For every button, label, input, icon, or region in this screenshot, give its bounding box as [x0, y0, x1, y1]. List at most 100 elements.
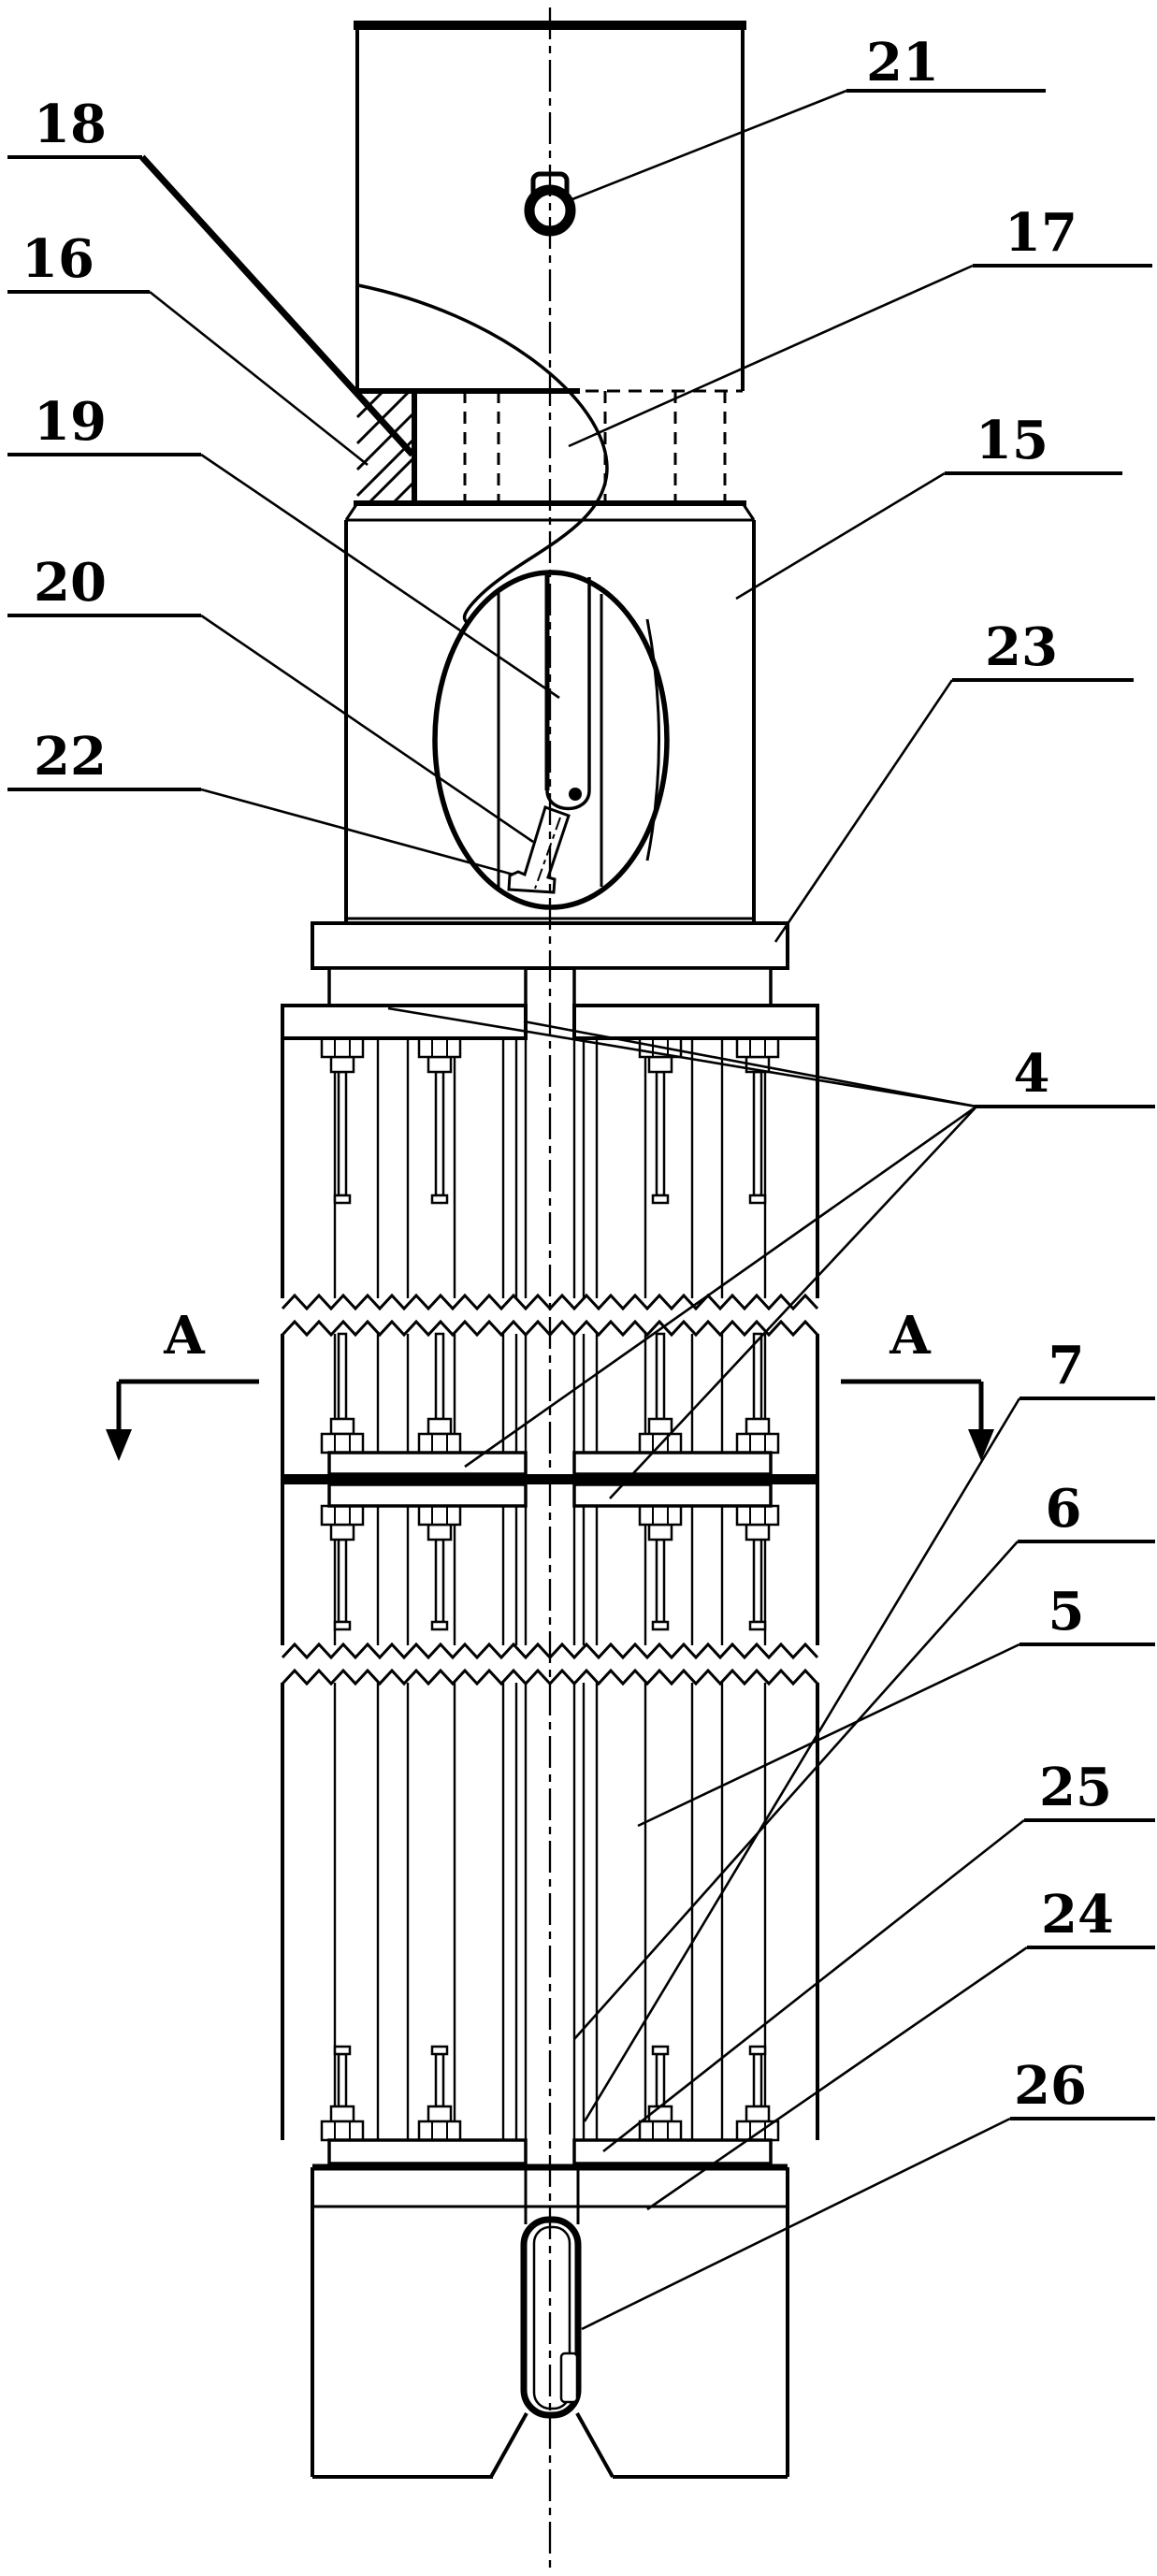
bolt: [735, 2045, 780, 2142]
bolt: [417, 1332, 462, 1454]
bolt-part: [417, 1504, 462, 1527]
bolt: [735, 1504, 780, 1631]
bolt: [320, 2045, 365, 2142]
callout-23: 23: [985, 616, 1058, 678]
bolt-part: [333, 1620, 352, 1631]
broken-out-section-curve: [357, 283, 609, 626]
bolt-part: [337, 1538, 348, 1624]
hidden-thread-lines: [463, 391, 727, 503]
callout-leaders: [7, 89, 1155, 2331]
bolt-part: [320, 1504, 365, 1527]
hook-guide-bottom: [545, 789, 591, 811]
bolt-part: [752, 1538, 763, 1624]
bolt-part: [434, 1538, 445, 1624]
bolt-part: [655, 1332, 666, 1421]
callout-18: 18: [34, 94, 107, 155]
bolt-part: [647, 1523, 673, 1541]
bolt-part: [434, 1332, 445, 1421]
bolt-part: [320, 1036, 365, 1059]
callout-17: 17: [1005, 202, 1077, 264]
section-letter-left: A: [163, 1305, 206, 1367]
bolt-part: [651, 1194, 670, 1205]
bolt-part: [735, 1504, 780, 1527]
callout-16: 16: [22, 228, 94, 290]
bolt: [320, 1036, 365, 1205]
callout-4: 4: [1014, 1043, 1050, 1105]
callout-6: 6: [1046, 1478, 1082, 1540]
bolt-part: [333, 1194, 352, 1205]
bolt-part: [337, 1332, 348, 1421]
bolt-assemblies: [320, 1036, 780, 2142]
bolt: [320, 1332, 365, 1454]
callout-7: 7: [1049, 1335, 1085, 1397]
bolt-part: [655, 1070, 666, 1197]
bolt-part: [430, 2045, 449, 2056]
mid-joint-plate-tr: [572, 1451, 773, 1476]
mid-joint-plate-bl: [327, 1483, 528, 1508]
body-chamfer-left: [344, 502, 359, 521]
bolt: [417, 1504, 462, 1631]
vnotch-left-slope: [489, 2412, 528, 2478]
bolt-part: [735, 1036, 780, 1059]
bolt-part: [745, 1417, 771, 1436]
bolt-part: [638, 2120, 683, 2142]
bolt-part: [752, 1070, 763, 1197]
callout-20: 20: [34, 552, 107, 614]
bolt-part: [748, 2045, 767, 2056]
callout-24: 24: [1041, 1884, 1114, 1946]
bolt-part: [320, 1432, 365, 1454]
section-letter-right: A: [889, 1305, 932, 1367]
callout-25: 25: [1039, 1757, 1112, 1818]
bolt: [638, 1504, 683, 1631]
slot-latch-plate: [559, 2352, 579, 2404]
rib-top-plate-right: [572, 1004, 819, 1040]
bolt: [735, 1332, 780, 1454]
bolt: [417, 1036, 462, 1205]
bolt-part: [434, 2052, 445, 2108]
bolt: [417, 2045, 462, 2142]
bolt-part: [329, 1055, 355, 1074]
bolt-part: [655, 1538, 666, 1624]
leader-shelves: [7, 89, 1155, 2120]
bolt-part: [434, 1070, 445, 1197]
window-inner-wall: [645, 618, 660, 861]
section-marker-right: [841, 1379, 994, 1461]
bolt-part: [647, 1417, 673, 1436]
latch-hook: [507, 805, 571, 894]
callout-19: 19: [34, 391, 107, 453]
bolt-part: [748, 1194, 767, 1205]
callout-21: 21: [866, 32, 939, 94]
callout-15: 15: [976, 410, 1049, 471]
bolt-part: [647, 1055, 673, 1074]
bolt-part: [427, 1417, 453, 1436]
slot-tongue: [532, 2225, 571, 2410]
leader-lines: [149, 89, 1028, 2331]
section-marker-left: [106, 1379, 259, 1461]
body-chamfer-right: [741, 502, 756, 521]
rib-bottom-plate-left: [327, 2138, 528, 2165]
hook-axis: [534, 817, 561, 890]
bolt-part: [752, 1332, 763, 1421]
bolt-part: [427, 2105, 453, 2123]
bolt-part: [417, 1432, 462, 1454]
bolt-part: [430, 1620, 449, 1631]
mid-joint-plate-tl: [327, 1451, 528, 1476]
bolt-part: [655, 2052, 666, 2108]
callout-labels: 21 18 16 17 19 15 20 23 22 4 A A 7 6 5 2…: [22, 32, 1114, 2117]
bolt-part: [417, 2120, 462, 2142]
bolt-part: [735, 1432, 780, 1454]
bolt-part: [745, 2105, 771, 2123]
mid-joint-plate-br: [572, 1483, 773, 1508]
section-arrow-left: [106, 1429, 132, 1461]
bolt-part: [329, 2105, 355, 2123]
rib-bottom-plate-right: [572, 2138, 773, 2165]
callout-5: 5: [1049, 1581, 1085, 1643]
bolt-part: [333, 2045, 352, 2056]
bolt-part: [337, 1070, 348, 1197]
hook-pivot-pin: [569, 788, 582, 801]
bolt-part: [427, 1055, 453, 1074]
bolt-part: [651, 1620, 670, 1631]
bolt-part: [745, 1523, 771, 1541]
